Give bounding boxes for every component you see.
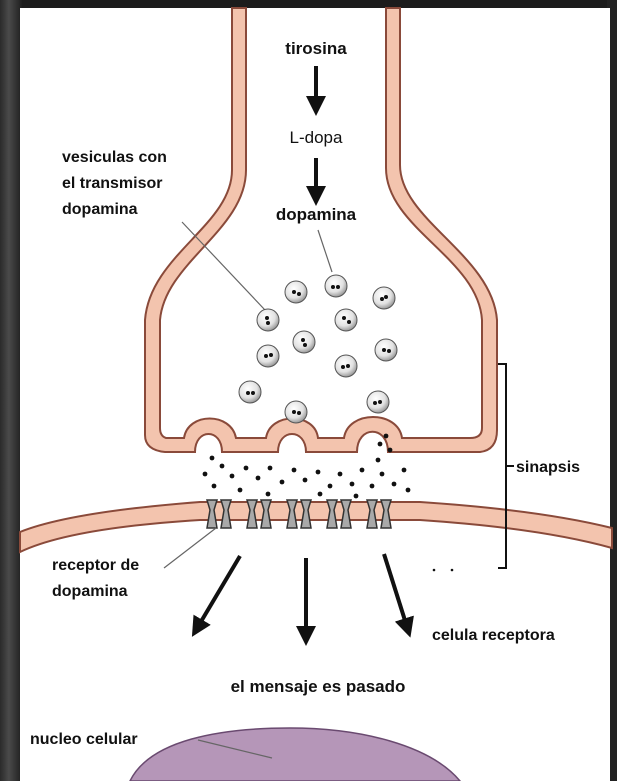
cell-nucleus [130,728,460,781]
label-celula-receptora: celula receptora [432,627,555,644]
label-vesiculas-1: vesiculas con [62,149,167,166]
presynaptic-terminal [145,8,497,452]
vesicle [335,355,357,377]
postsynaptic-membrane [20,502,612,552]
label-vesiculas-2: el transmisor [62,175,162,192]
vesicle [293,331,315,353]
label-nucleo: nucleo celular [30,731,138,748]
label-ldopa: L-dopa [290,128,343,147]
vesicle [285,401,307,423]
vesicle [325,275,347,297]
label-dopamina: dopamina [276,205,357,224]
leader-vesiculas [182,222,265,310]
vesicle [375,339,397,361]
arrow-signal-right [384,554,408,630]
vesicle [257,345,279,367]
label-receptor-2: dopamina [52,583,128,600]
vesicle [367,391,389,413]
vesicles [239,275,397,423]
label-vesiculas-3: dopamina [62,201,138,218]
vesicle [239,381,261,403]
arrow-signal-left [196,556,240,630]
leader-receptor [164,528,216,568]
sinapsis-bracket [498,364,506,568]
vesicle [257,309,279,331]
label-mensaje: el mensaje es pasado [231,677,406,696]
leader-dopamina [318,230,332,272]
vesicle [335,309,357,331]
label-receptor-1: receptor de [52,557,139,574]
vesicle [373,287,395,309]
label-sinapsis: sinapsis [516,459,580,476]
vesicle [285,281,307,303]
stray-dot [433,569,436,572]
label-tirosina: tirosina [285,39,347,58]
stray-dot [451,569,454,572]
